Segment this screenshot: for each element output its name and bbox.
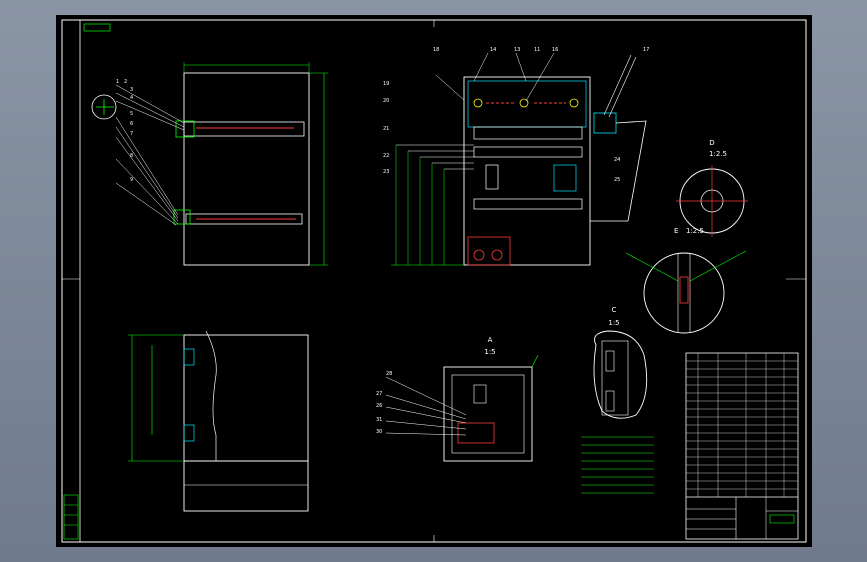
- inner-border: [61, 19, 807, 543]
- balloon-31: 31: [376, 417, 382, 423]
- balloon-20: 20: [383, 98, 389, 104]
- balloon-23: 23: [383, 169, 389, 175]
- detail-a-scale: 1:5: [484, 348, 495, 356]
- revision-strip: [63, 494, 79, 540]
- balloon-24: 24: [614, 157, 620, 163]
- balloon-22: 22: [383, 153, 389, 159]
- balloon-25: 25: [614, 177, 620, 183]
- detail-view-c: C 1:5: [593, 306, 648, 419]
- detail-view-d: D 1:2.5: [676, 139, 748, 237]
- drawing-number-box: [83, 23, 111, 32]
- frame-border: [79, 19, 807, 543]
- side-view: 18 14 13 11 16 17 19 20 21 22 23 24 25: [383, 47, 649, 266]
- detail-c-scale: 1:5: [608, 319, 619, 327]
- balloon-6: 6: [130, 121, 133, 127]
- balloon-11: 11: [534, 47, 540, 53]
- balloon-14: 14: [490, 47, 496, 53]
- detail-d-scale: 1:2.5: [709, 150, 727, 158]
- detail-e-scale: 1:2.5: [686, 227, 704, 235]
- balloon-8: 8: [130, 153, 133, 159]
- detail-c-letter: C: [612, 306, 617, 314]
- balloon-5: 5: [130, 111, 133, 117]
- balloon-27: 27: [376, 391, 382, 397]
- detail-e-letter: E: [674, 227, 678, 235]
- balloon-28: 28: [386, 371, 392, 377]
- balloon-21: 21: [383, 126, 389, 132]
- title-block: [685, 352, 799, 540]
- balloon-7: 7: [130, 131, 133, 137]
- detail-d-letter: D: [709, 139, 714, 147]
- drawing-canvas: 1 2 3 4 5 6 7 8 9: [61, 19, 807, 543]
- balloon-16: 16: [552, 47, 558, 53]
- balloon-19: 19: [383, 81, 389, 87]
- detail-view-e: E 1:2.5: [625, 227, 747, 334]
- top-view: [128, 330, 309, 512]
- balloon-9: 9: [130, 177, 133, 183]
- balloon-17: 17: [643, 47, 649, 53]
- detail-view-a: A 1:5 28 27 26 31 30: [376, 336, 539, 462]
- balloon-2: 2: [124, 79, 127, 85]
- balloon-1: 1: [116, 79, 119, 85]
- balloon-4: 4: [130, 95, 133, 101]
- balloon-18: 18: [433, 47, 439, 53]
- front-view: 1 2 3 4 5 6 7 8 9: [91, 62, 328, 266]
- balloon-26: 26: [376, 403, 382, 409]
- balloon-13: 13: [514, 47, 520, 53]
- balloon-30: 30: [376, 429, 382, 435]
- detail-a-letter: A: [488, 336, 493, 344]
- drawing-sheet: 1 2 3 4 5 6 7 8 9: [56, 15, 812, 547]
- technical-notes: [581, 436, 654, 494]
- balloon-3: 3: [130, 87, 133, 93]
